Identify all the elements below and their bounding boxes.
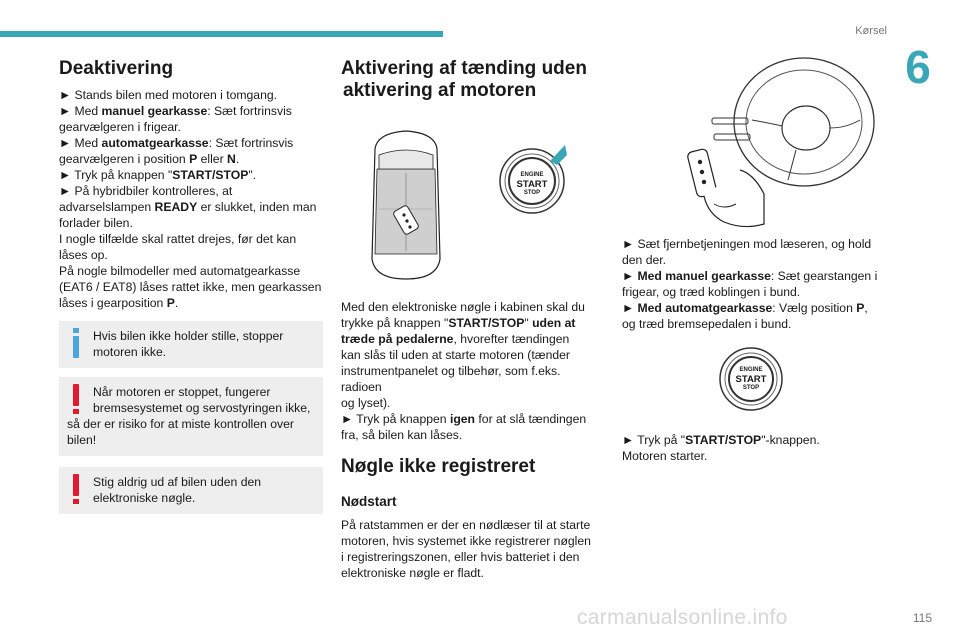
column-deaktivering: Deaktivering ► Stands bilen med motoren … — [59, 58, 323, 514]
text-line: På ratstammen er der en nødlæser til at … — [341, 518, 591, 532]
body-text: ► Sæt fjernbetjeningen mod læseren, og h… — [622, 236, 886, 332]
text-line: elektroniske nøgle. — [93, 491, 196, 505]
section-name: Kørsel — [855, 25, 887, 37]
text-line: I nogle tilfælde skal rattet drejes, før… — [59, 232, 297, 246]
text-line: låses op. — [59, 248, 108, 262]
column-nodstart: ► Sæt fjernbetjeningen mod læseren, og h… — [622, 57, 886, 464]
text-line: fra, så bilen kan låses. — [341, 428, 463, 442]
figure-start-button-2: ENGINE START STOP — [622, 332, 886, 424]
chapter-number: 6 — [905, 41, 931, 93]
car-with-key-illustration — [371, 130, 441, 280]
text-line: i registreringszonen, eller hvis batteri… — [341, 550, 580, 564]
text-line: Med den elektroniske nøgle i kabinen ska… — [341, 300, 585, 314]
info-text: Hvis bilen ikke holder stille, stopper mo… — [93, 328, 315, 360]
text-line: bilen! — [67, 433, 97, 447]
text-line: ► Med automatgearkasse: Vælg position P, — [622, 301, 868, 315]
info-box: Hvis bilen ikke holder stille, stopper mo… — [59, 321, 323, 368]
heading-aktivering-line1: Aktivering af tænding uden — [341, 58, 587, 79]
body-text: ► Stands bilen med motoren i tomgang. ► M… — [59, 87, 323, 311]
text-line: træde på pedalerne, hvorefter tændingen — [341, 332, 570, 346]
text-line: Stig aldrig ud af bilen uden den — [93, 475, 262, 489]
warning-text-2: Stig aldrig ud af bilen uden den elektron… — [93, 474, 315, 506]
text-line: bremsesystemet og servostyringen ikke, — [93, 401, 311, 415]
text-line: motoren, hvis systemet ikke registrerer … — [341, 534, 591, 548]
text-line: trykke på knappen "START/STOP" uden at — [341, 316, 576, 330]
warning-icon — [72, 474, 80, 504]
watermark: carmanualsonline.info — [577, 606, 788, 629]
text-line: og lyset). — [341, 396, 391, 410]
start-stop-button-illustration — [719, 347, 783, 411]
text-line: kan slås til uden at starte motoren (tæn… — [341, 348, 570, 362]
text-line: gearvælgeren i position P eller N. — [59, 152, 240, 166]
text-line: instrumentpanelet og tilbehør, som f.eks… — [341, 364, 561, 394]
body-text: På ratstammen er der en nødlæser til at … — [341, 517, 603, 581]
text-line: advarselslampen READY er slukket, inden … — [59, 200, 317, 214]
warning-box-2: Stig aldrig ud af bilen uden den elektron… — [59, 467, 323, 514]
text-line: Motoren starter. — [622, 449, 708, 463]
column-aktivering: Aktivering af tænding uden aktivering af… — [341, 58, 603, 581]
body-text: ► Tryk på "START/STOP"-knappen. Motoren s… — [622, 432, 886, 464]
text-line: og træd bremsepedalen i bund. — [622, 317, 792, 331]
text-line: frigear, og træd koblingen i bund. — [622, 285, 801, 299]
info-icon — [72, 328, 80, 358]
figure-steering-wheel — [622, 57, 886, 238]
warning-text-1: Når motoren er stoppet, fungerer bremsesy… — [67, 384, 315, 448]
text-line: forlader bilen. — [59, 216, 133, 230]
text-line: (EAT6 / EAT8) låses rattet ikke, men gea… — [59, 280, 322, 294]
text-line: ► Med automatgearkasse: Sæt fortrinsvis — [59, 136, 294, 150]
text-line: gearvælgeren i frigear. — [59, 120, 181, 134]
text-line: Hvis bilen ikke holder stille, stopper — [93, 329, 284, 343]
text-line: elektroniske nøgle er fladt. — [341, 566, 484, 580]
heading-aktivering-line2: aktivering af motoren — [343, 80, 537, 101]
page-number: 115 — [912, 611, 932, 625]
subheading-nodstart: Nødstart — [341, 494, 397, 509]
text-line: Når motoren er stoppet, fungerer — [93, 385, 271, 399]
heading-deaktivering: Deaktivering — [59, 58, 174, 79]
text-line: ► Tryk på knappen igen for at slå tændin… — [341, 412, 587, 426]
header-accent-bar — [0, 31, 443, 37]
body-text: Med den elektroniske nøgle i kabinen ska… — [341, 299, 603, 443]
warning-icon — [72, 384, 80, 414]
text-line: den der. — [622, 253, 667, 267]
text-line: På nogle bilmodeller med automatgearkass… — [59, 264, 301, 278]
steering-wheel-key-illustration — [687, 57, 875, 228]
text-line: ► På hybridbiler kontrolleres, at — [59, 184, 233, 198]
text-line: ► Sæt fjernbetjeningen mod læseren, og h… — [622, 237, 872, 251]
text-line: ► Stands bilen med motoren i tomgang. — [59, 88, 278, 102]
start-stop-button-label: ENGINE START STOP — [516, 172, 548, 196]
text-line: motoren ikke. — [93, 345, 167, 359]
start-stop-button-label: ENGINE START STOP — [735, 367, 767, 391]
start-stop-button-illustration — [499, 145, 567, 214]
warning-box-1: Når motoren er stoppet, fungerer bremsesy… — [59, 377, 323, 456]
figure-car-key: ENGINE START STOP — [341, 109, 603, 281]
text-line: så der er risiko for at miste kontrollen… — [67, 417, 294, 431]
heading-nogle-ikke-registreret: Nøgle ikke registreret — [341, 456, 536, 477]
text-line: ► Med manuel gearkasse: Sæt fortrinsvis — [59, 104, 292, 118]
text-line: låses i gearposition P. — [59, 296, 179, 310]
text-line: ► Med manuel gearkasse: Sæt gearstangen … — [622, 269, 878, 283]
text-line: ► Tryk på knappen "START/STOP". — [59, 168, 257, 182]
text-line: ► Tryk på "START/STOP"-knappen. — [622, 433, 820, 447]
